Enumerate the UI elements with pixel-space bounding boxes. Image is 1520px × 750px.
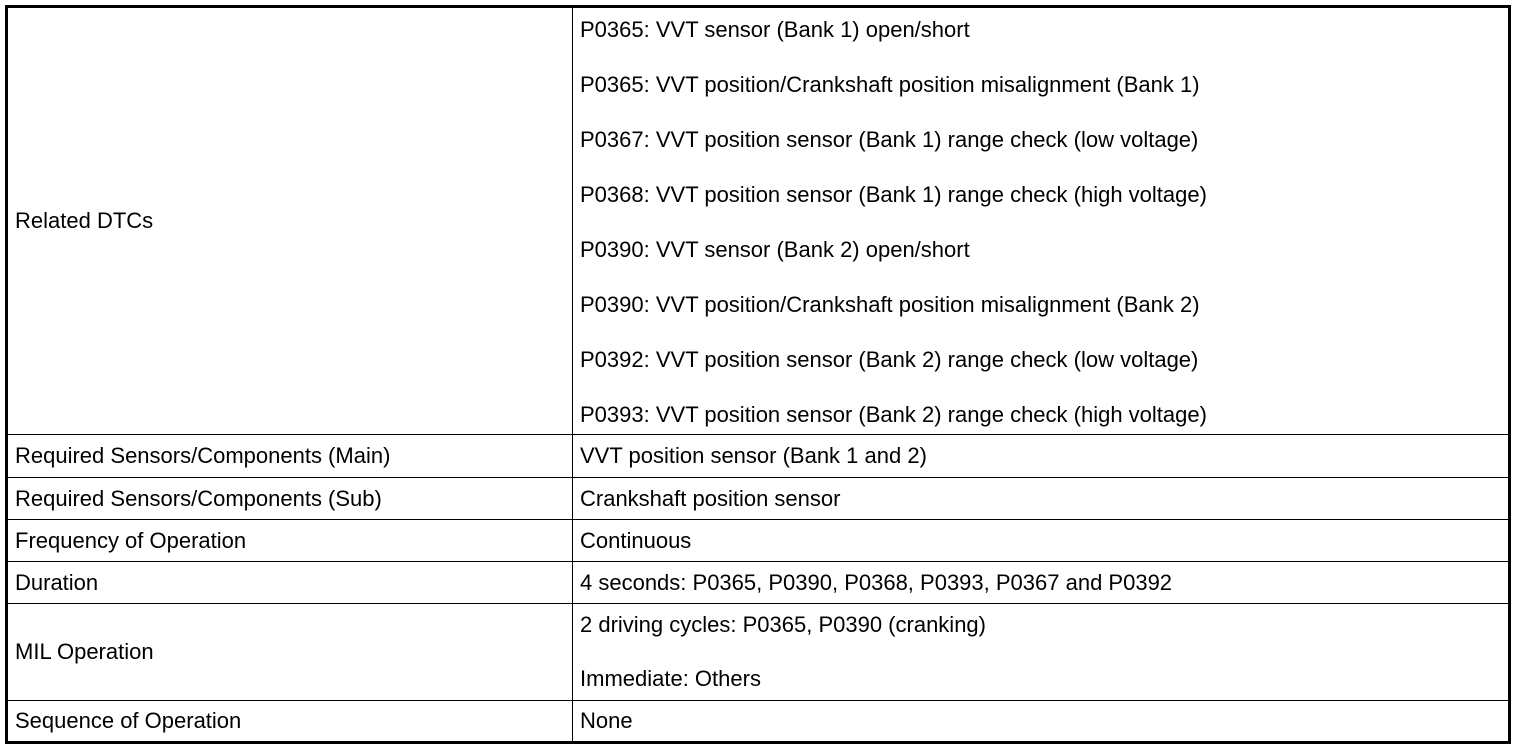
- table-row-sequence: Sequence of Operation None: [6, 700, 1510, 743]
- dtc-item: P0367: VVT position sensor (Bank 1) rang…: [580, 127, 1199, 152]
- row-value: None: [572, 700, 1510, 743]
- monitor-spec-table: Related DTCs P0365: VVT sensor (Bank 1) …: [5, 5, 1511, 744]
- dtc-item: P0393: VVT position sensor (Bank 2) rang…: [580, 402, 1207, 427]
- table-row-required-sub: Required Sensors/Components (Sub) Cranks…: [6, 477, 1510, 520]
- table-row-related-dtcs: Related DTCs P0365: VVT sensor (Bank 1) …: [6, 6, 1510, 435]
- value-line: VVT position sensor (Bank 1 and 2): [580, 443, 927, 468]
- dtc-item: P0392: VVT position sensor (Bank 2) rang…: [580, 347, 1199, 372]
- row-label: Required Sensors/Components (Sub): [6, 477, 573, 520]
- row-value: 4 seconds: P0365, P0390, P0368, P0393, P…: [572, 561, 1510, 604]
- dtc-item: P0390: VVT position/Crankshaft position …: [580, 292, 1200, 317]
- value-line: 4 seconds: P0365, P0390, P0368, P0393, P…: [580, 569, 1173, 595]
- table-row-duration: Duration 4 seconds: P0365, P0390, P0368,…: [6, 561, 1510, 604]
- value-line: Crankshaft position sensor: [580, 485, 841, 511]
- dtc-item: P0365: VVT position/Crankshaft position …: [580, 72, 1200, 97]
- row-label: Related DTCs: [6, 6, 573, 435]
- value-line: Continuous: [580, 527, 692, 553]
- table-row-mil-operation: MIL Operation 2 driving cycles: P0365, P…: [6, 603, 1510, 701]
- dtc-item: P0365: VVT sensor (Bank 1) open/short: [580, 17, 970, 42]
- row-value: VVT position sensor (Bank 1 and 2): [572, 434, 1510, 478]
- dtc-item: P0368: VVT position sensor (Bank 1) rang…: [580, 182, 1207, 207]
- value-line: 2 driving cycles: P0365, P0390 (cranking…: [580, 612, 986, 637]
- value-line: Immediate: Others: [580, 666, 761, 691]
- row-value: Crankshaft position sensor: [572, 477, 1510, 520]
- row-value: P0365: VVT sensor (Bank 1) open/short P0…: [572, 6, 1510, 435]
- table-row-required-main: Required Sensors/Components (Main) VVT p…: [6, 434, 1510, 478]
- row-label: Frequency of Operation: [6, 519, 573, 562]
- table-row-frequency: Frequency of Operation Continuous: [6, 519, 1510, 562]
- row-value: 2 driving cycles: P0365, P0390 (cranking…: [572, 603, 1510, 701]
- row-label: Sequence of Operation: [6, 700, 573, 743]
- row-label: MIL Operation: [6, 603, 573, 701]
- value-line: None: [580, 708, 633, 733]
- row-label: Required Sensors/Components (Main): [6, 434, 573, 478]
- row-value: Continuous: [572, 519, 1510, 562]
- row-label: Duration: [6, 561, 573, 604]
- dtc-item: P0390: VVT sensor (Bank 2) open/short: [580, 237, 970, 262]
